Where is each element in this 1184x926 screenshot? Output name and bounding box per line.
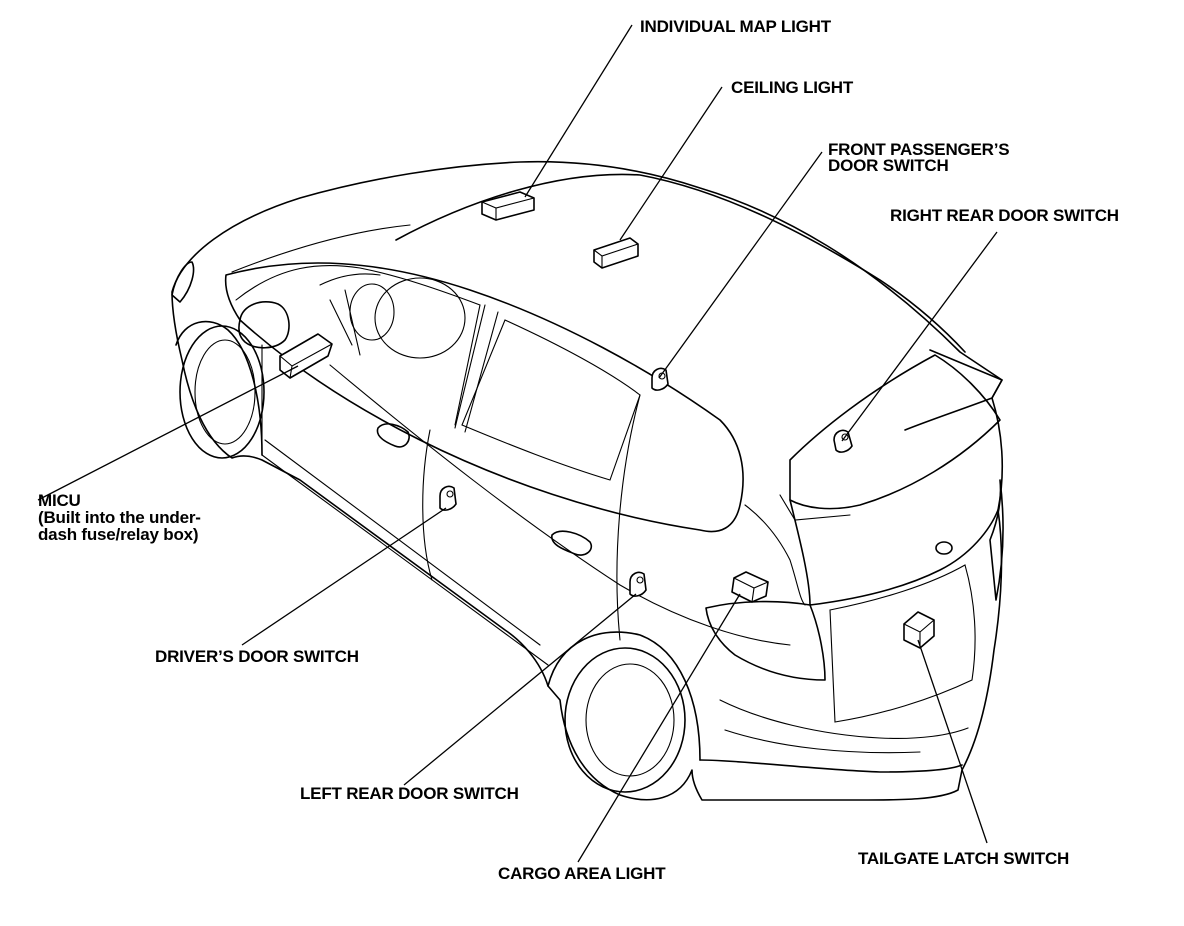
cargo-area-light-part <box>731 571 769 603</box>
side-glass-outline <box>224 262 744 533</box>
left-rear-door-switch-part <box>629 571 647 597</box>
roof-inner-line <box>231 224 411 273</box>
label-micu-line1: MICU <box>38 491 81 510</box>
leader-left-rear-door-switch <box>403 593 637 786</box>
tailgate-latch-switch-part <box>903 611 935 649</box>
side-sill-line <box>261 439 549 666</box>
tailgate-outline <box>789 499 999 606</box>
leader-tailgate-latch-switch <box>917 639 988 844</box>
tail-lamp-right <box>989 479 1004 601</box>
body-character-line <box>329 364 791 646</box>
rear-window-glass <box>461 319 641 481</box>
front-wheel-arch <box>175 320 263 456</box>
label-front-passenger-door-switch-line2: DOOR SWITCH <box>828 156 949 175</box>
leader-cargo-area-light <box>577 593 741 863</box>
steering-hub <box>349 283 395 341</box>
label-left-rear-door-switch: LEFT REAR DOOR SWITCH <box>300 784 519 803</box>
label-right-rear-door-switch: RIGHT REAR DOOR SWITCH <box>890 206 1119 225</box>
tail-lamp-left <box>705 600 826 681</box>
rear-bumper-lines <box>719 699 969 754</box>
license-recess <box>829 564 976 723</box>
rear-wheel <box>564 647 686 793</box>
leader-ceiling-light <box>619 86 723 241</box>
spoiler <box>904 349 1003 431</box>
headlamp <box>171 261 195 303</box>
rear-wheel-rim <box>585 663 675 777</box>
leader-right-rear-door-switch <box>841 231 998 442</box>
front-window-frame <box>235 264 481 426</box>
individual-map-light-part <box>481 191 535 221</box>
label-front-passenger-door-switch-line1: FRONT PASSENGER’S <box>828 140 1010 159</box>
label-cargo-area-light: CARGO AREA LIGHT <box>498 864 666 883</box>
label-individual-map-light: INDIVIDUAL MAP LIGHT <box>640 17 831 36</box>
drivers-door-switch-part <box>439 485 457 511</box>
car-body-outline <box>171 160 1004 801</box>
label-drivers-door-switch: DRIVER’S DOOR SWITCH <box>155 647 359 666</box>
roof-line <box>395 173 966 353</box>
front-passenger-door-switch-part <box>651 367 669 391</box>
label-tailgate-latch-switch: TAILGATE LATCH SWITCH <box>858 849 1070 868</box>
leader-front-passenger-door-switch <box>658 151 823 379</box>
front-door-cut <box>261 344 433 581</box>
dash-lines <box>319 273 381 356</box>
rear-bumper <box>699 759 963 773</box>
leader-individual-map-light <box>524 24 633 198</box>
rear-window <box>789 354 1001 510</box>
c-pillar-line <box>744 504 806 606</box>
label-ceiling-light: CEILING LIGHT <box>731 78 854 97</box>
leader-micu <box>37 365 299 501</box>
side-mirror <box>238 301 290 349</box>
label-micu-line2: (Built into the under- <box>38 508 201 527</box>
front-door-handle <box>376 423 410 448</box>
ceiling-light-part <box>593 237 639 269</box>
rear-wheel-arch <box>547 631 701 761</box>
micu-part <box>279 333 333 379</box>
front-wheel-rim <box>194 339 256 445</box>
steering-wheel <box>374 277 466 359</box>
right-rear-door-switch-part <box>833 429 853 453</box>
rear-reflector <box>935 541 953 555</box>
front-wheel <box>179 325 265 459</box>
b-pillar <box>454 304 499 433</box>
label-micu-line3: dash fuse/relay box) <box>38 525 199 544</box>
rear-door-handle <box>551 530 593 556</box>
d-pillar <box>779 494 851 521</box>
leader-drivers-door-switch <box>241 507 447 646</box>
